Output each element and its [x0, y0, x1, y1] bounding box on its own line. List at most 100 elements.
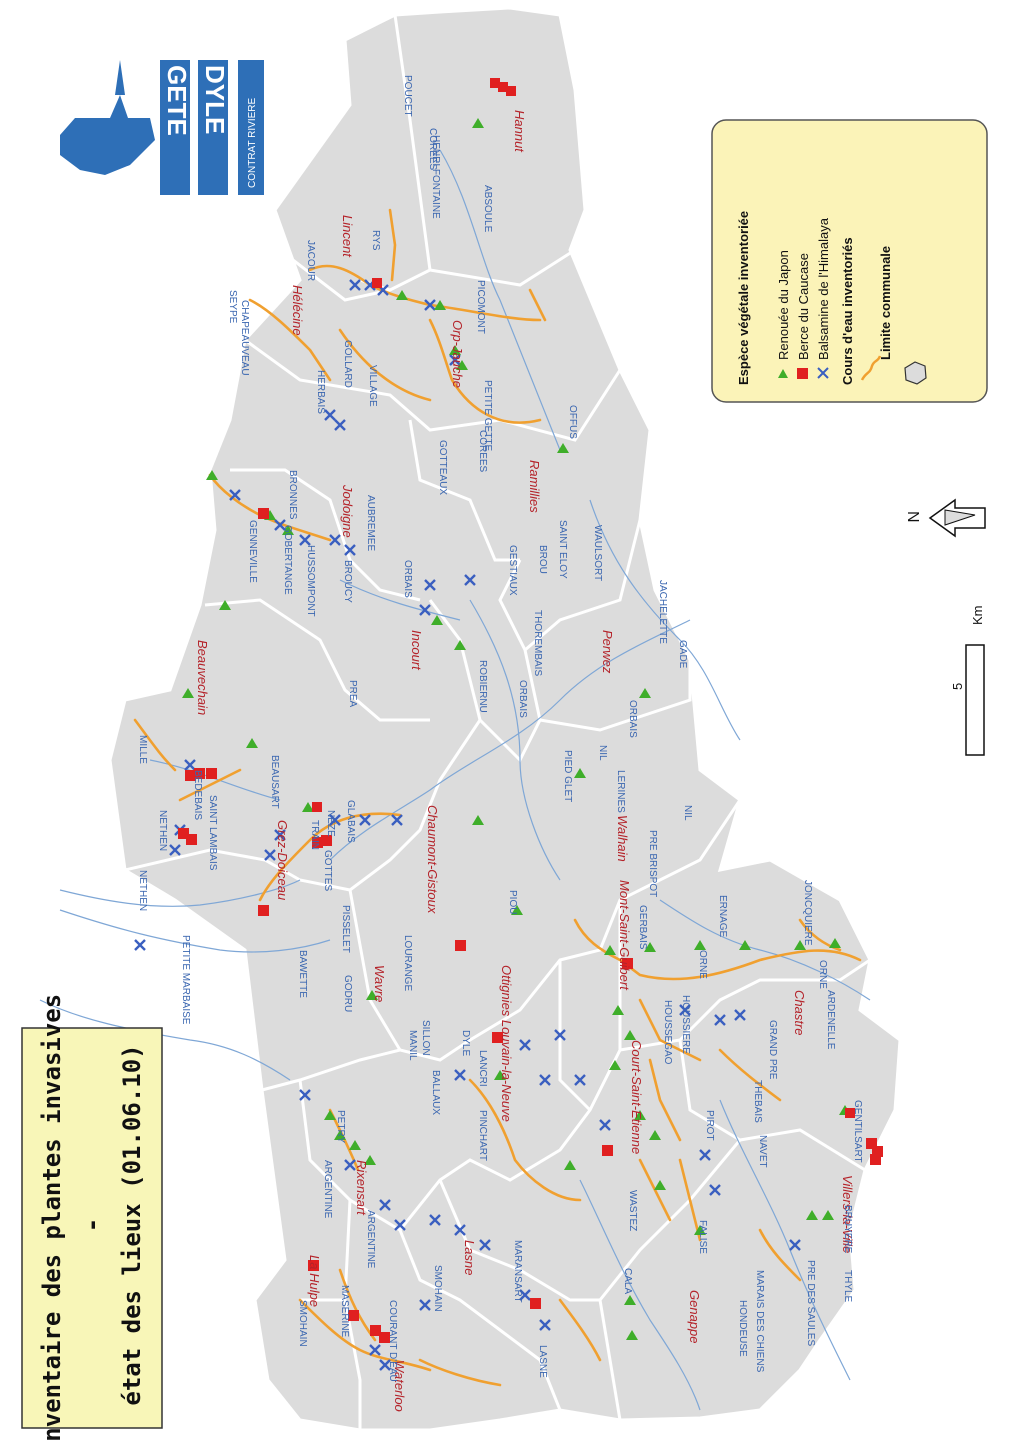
river-label: ORNE [817, 960, 828, 989]
river-label: ARGENTINE [365, 1210, 376, 1269]
commune-label: Ottignies Louvain-la-Neuve [499, 965, 514, 1122]
river-label: HOUSSIERE [680, 995, 691, 1054]
river-label: LOURANGE [402, 935, 413, 991]
river-label: MARANSART [512, 1240, 523, 1303]
legend-item-berce: Berce du Caucase [796, 253, 811, 360]
river-label: GENNEVILLE [247, 520, 258, 583]
river-label: GADE [677, 640, 688, 669]
river-label: HUSSOMPONT [305, 545, 316, 617]
river-label: TRAIN [309, 820, 320, 850]
svg-text:N: N [904, 511, 921, 523]
river-label: JONCQUIERE [802, 880, 813, 946]
river-label: GODRU [342, 975, 353, 1012]
logo-dyle-text: DYLE [200, 65, 230, 134]
river-label: NIL [682, 805, 693, 821]
commune-boundaries [124, 14, 871, 1430]
river-label: PIOU [507, 890, 518, 914]
river-label: GOTTEAUX [437, 440, 448, 495]
river-label: COREES [477, 430, 488, 473]
legend: Espèce végétale inventoriée Renouée du J… [711, 119, 988, 403]
river-label: LERINES [615, 770, 626, 813]
commune-label: Mont-Saint-Guibert [617, 880, 632, 991]
river-label: GRAND PRE [767, 1020, 778, 1080]
river-label: NETHEN [157, 810, 168, 851]
legend-communes-title: Limite communale [878, 246, 893, 360]
river-label: PETITE GETTE [482, 380, 493, 451]
logo-subtitle: CONTRAT RIVIERE [247, 97, 258, 188]
river-label: PIED GLET [562, 750, 573, 802]
river-label: PETITE MARBAISE [180, 935, 191, 1025]
berce-markers [178, 78, 883, 1343]
river-label: GOLLARD [342, 340, 353, 388]
river-label: GESTIAUX [507, 545, 518, 596]
commune-label: Chastre [792, 990, 807, 1036]
scale-value: 5 [950, 683, 965, 690]
river-label: THYLE [842, 1270, 853, 1303]
commune-label: Orp-Jauche [450, 320, 465, 388]
river-label: ROBIERNU [477, 660, 488, 713]
river-label: HENRI FONTAINE [430, 135, 441, 219]
river-label: BRONNES [287, 470, 298, 520]
river-label: BEDEBAIS [192, 770, 203, 820]
commune-label: Hannut [512, 110, 527, 153]
river-label: OFFUS [567, 405, 578, 439]
river-label: JACHELETTE [657, 580, 668, 644]
river-label: CALA [622, 1268, 633, 1294]
river-label: WAULSORT [592, 525, 603, 581]
north-arrow-icon: N [904, 498, 986, 538]
river-line-icon [860, 355, 882, 381]
river-label: PETRY [335, 1110, 346, 1143]
commune-label: Lincent [340, 215, 355, 258]
river-label: NIL [597, 745, 608, 761]
scale-unit: Km [970, 606, 985, 626]
river-labels: POUCET COREES HENRI FONTAINE ABSOULE RYS… [137, 75, 863, 1382]
contrat-riviere-logo: GETE DYLE CONTRAT RIVIERE [48, 52, 270, 202]
legend-rivers-title: Cours d'eau inventoriés [840, 237, 855, 385]
river-label: ARGENTINE [322, 1160, 333, 1219]
commune-label: Court-Saint-Etienne [629, 1040, 644, 1154]
river-label: ORBAIS [517, 680, 528, 718]
river-label: GLABAIS [345, 800, 356, 843]
river-label: COREES [427, 128, 438, 171]
legend-item-balsamine: Balsamine de l'Himalaya [816, 217, 831, 360]
river-label: GERBAIS [637, 905, 648, 950]
river-label: NAVET [757, 1135, 768, 1168]
river-label: PICOMONT [475, 280, 486, 334]
river-label: GENTILSART [852, 1100, 863, 1163]
river-label: HERBAIS [315, 370, 326, 414]
river-label: SMOHAIN [432, 1265, 443, 1312]
river-label: SMOHAIN [297, 1300, 308, 1347]
commune-label: Lasne [462, 1240, 477, 1275]
river-label: DYLE [460, 1030, 471, 1056]
cross-icon [817, 367, 829, 379]
commune-label: Villers-la-Ville [840, 1175, 855, 1253]
river-label: PREA [347, 680, 358, 708]
river-label: ABSOULE [482, 185, 493, 233]
commune-label: Chaumont-Gistoux [425, 805, 440, 914]
title-line-1: Inventaire des plantes invasives [38, 994, 66, 1442]
river-label: MANIL [407, 1030, 418, 1061]
commune-label: Jodoigne [340, 484, 355, 538]
commune-labels: Hannut Lincent Hélécine Orp-Jauche Ramil… [195, 110, 855, 1412]
scale-bar: 5 Km [950, 606, 985, 756]
river-label: MASERINE [339, 1285, 350, 1338]
river-label: THOREMBAIS [532, 610, 543, 676]
river-label: NEZE [325, 810, 336, 837]
river-label: PIROT [704, 1110, 715, 1141]
square-icon [797, 368, 808, 379]
logo-gete-text: GETE [162, 65, 192, 136]
river-label: SILLON [420, 1020, 431, 1056]
river-label: GOTTES [322, 850, 333, 891]
legend-species-title: Espèce végétale inventoriée [736, 211, 751, 385]
river-label: CHAPEAUVEAU [239, 300, 250, 376]
river-label: WASTEZ [627, 1190, 638, 1231]
study-area-outline [108, 6, 902, 1432]
commune-label: Walhain [615, 815, 630, 862]
river-label: PINCHART [477, 1110, 488, 1161]
river-label: POUCET [402, 75, 413, 117]
river-label: SAINT ELOY [557, 520, 568, 579]
legend-item-renouee: Renouée du Japon [776, 250, 791, 360]
river-label: BROUCY [342, 560, 353, 603]
river-label: ORBAIS [402, 560, 413, 598]
